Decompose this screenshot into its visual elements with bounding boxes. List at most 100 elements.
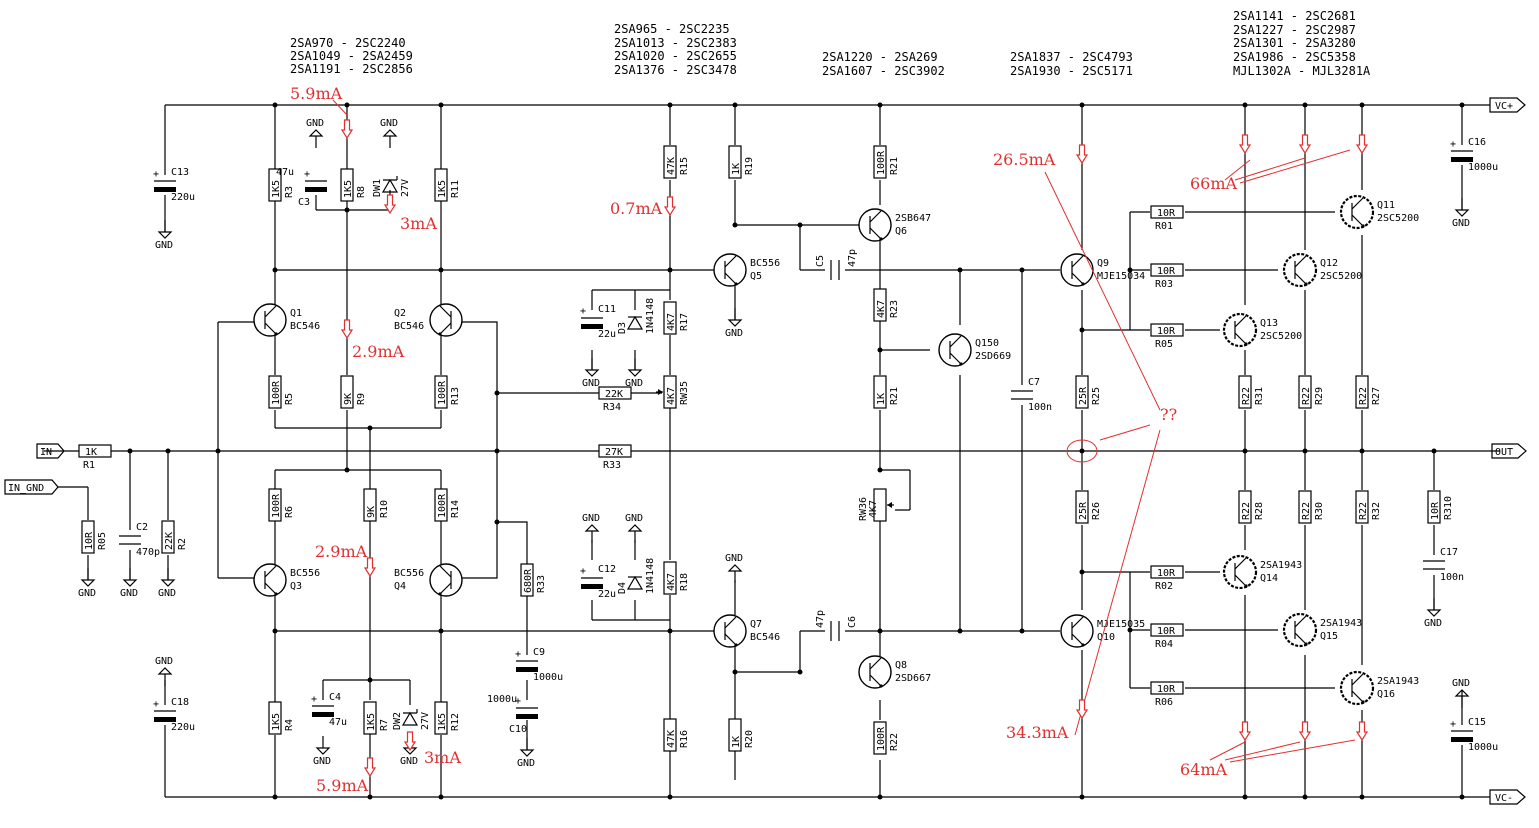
capacitor-ref: C18: [171, 697, 189, 708]
resistor-value: 1K5: [366, 713, 377, 731]
capacitor-ref: C9: [533, 647, 545, 658]
diode-ref: D4: [617, 582, 628, 594]
diode-ref: DW1: [372, 179, 383, 197]
transistor-ref: Q1: [290, 308, 302, 319]
pot-ref: RW36: [858, 497, 869, 521]
header-line: 2SA965 - 2SC2235: [614, 22, 730, 36]
ground-label: GND: [582, 513, 600, 524]
resistor-ref: R04: [1155, 639, 1173, 650]
capacitor-ref: C17: [1440, 547, 1458, 558]
transistor-pairs-header-4: 2SA1837 - 2SC4793 2SA1930 - 2SC5171: [1010, 50, 1133, 78]
ground-label: GND: [155, 240, 173, 251]
transistor-type: 2SD667: [895, 673, 931, 684]
capacitor-ref: C12: [598, 564, 616, 575]
resistor-ref: R16: [679, 730, 690, 748]
resistor-value: 9K: [343, 393, 354, 405]
capacitor-ref: C11: [598, 304, 616, 315]
